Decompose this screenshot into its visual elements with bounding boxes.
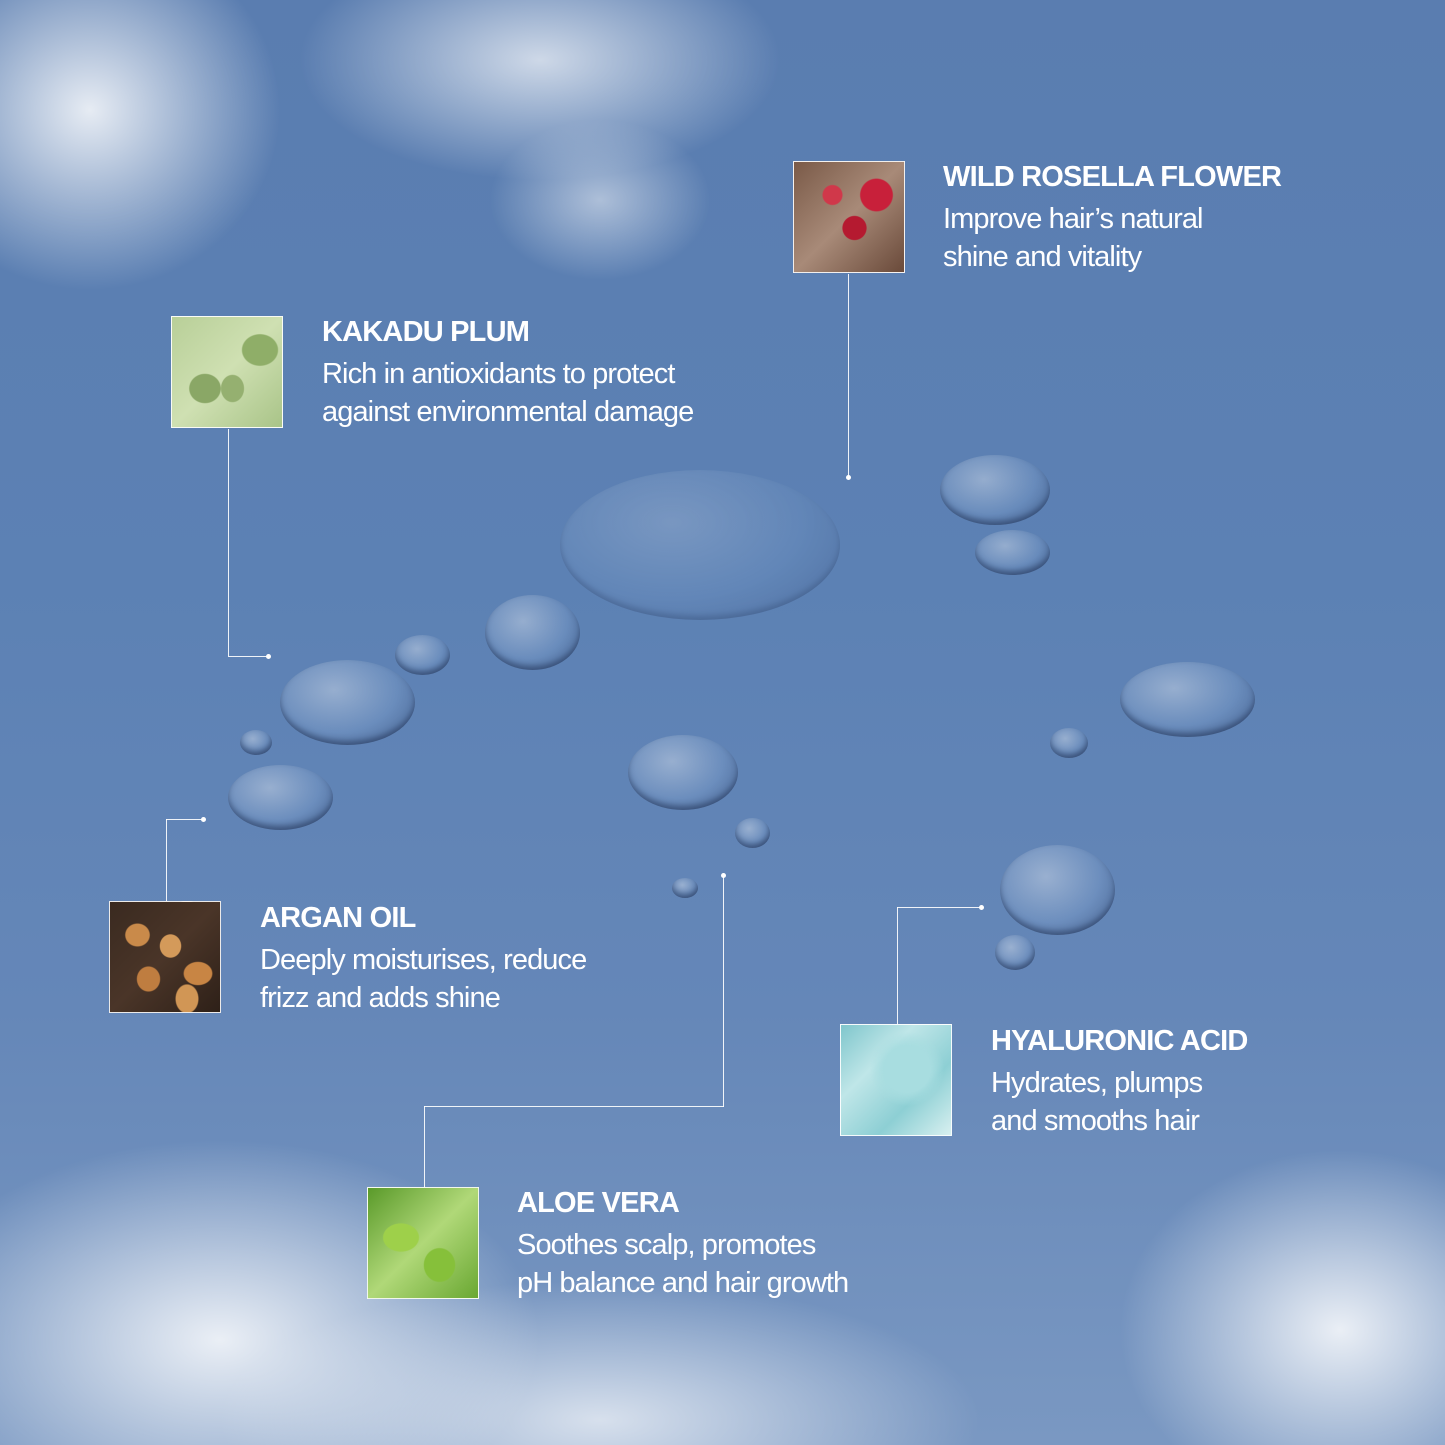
water-droplet <box>940 455 1050 525</box>
ingredient-description: against environmental damage <box>322 396 694 428</box>
ingredient-aloe: ALOE VERA Soothes scalp, promotes pH bal… <box>517 1186 849 1302</box>
ingredient-argan: ARGAN OIL Deeply moisturises, reduce fri… <box>260 901 587 1017</box>
ingredient-title: ARGAN OIL <box>260 902 416 934</box>
water-droplet <box>975 530 1050 575</box>
ingredient-description: pH balance and hair growth <box>517 1267 849 1299</box>
water-droplet <box>628 735 738 810</box>
kakadu-plum-image <box>171 316 283 428</box>
water-droplet <box>240 730 272 755</box>
water-droplet <box>395 635 450 675</box>
ingredient-title: WILD ROSELLA FLOWER <box>943 161 1282 193</box>
ingredient-description: Improve hair’s natural <box>943 203 1204 235</box>
ingredient-description: Deeply moisturises, reduce <box>260 944 587 976</box>
hyaluronic-acid-image <box>840 1024 952 1136</box>
ingredient-description: and smooths hair <box>991 1105 1200 1137</box>
ingredient-title: KAKADU PLUM <box>322 316 530 348</box>
water-droplet <box>560 470 840 620</box>
water-droplet <box>228 765 333 830</box>
ingredient-description: Soothes scalp, promotes <box>517 1229 816 1261</box>
water-droplet <box>1000 845 1115 935</box>
water-droplet <box>672 878 698 898</box>
ingredient-kakadu: KAKADU PLUM Rich in antioxidants to prot… <box>322 315 694 431</box>
argan-oil-image <box>109 901 221 1013</box>
water-droplet <box>485 595 580 670</box>
water-droplet <box>280 660 415 745</box>
water-droplet <box>735 818 770 848</box>
ingredient-title: ALOE VERA <box>517 1187 680 1219</box>
water-droplet <box>1120 662 1255 737</box>
aloe-vera-image <box>367 1187 479 1299</box>
ingredient-description: shine and vitality <box>943 241 1142 273</box>
ingredient-description: Hydrates, plumps <box>991 1067 1203 1099</box>
ingredient-description: frizz and adds shine <box>260 982 501 1014</box>
ingredient-description: Rich in antioxidants to protect <box>322 358 675 390</box>
ingredient-hyaluronic: HYALURONIC ACID Hydrates, plumps and smo… <box>991 1024 1248 1140</box>
rosella-flower-image <box>793 161 905 273</box>
ingredient-rosella: WILD ROSELLA FLOWER Improve hair’s natur… <box>943 160 1282 276</box>
water-droplet <box>1050 728 1088 758</box>
water-droplet <box>995 935 1035 970</box>
ingredient-title: HYALURONIC ACID <box>991 1025 1248 1057</box>
